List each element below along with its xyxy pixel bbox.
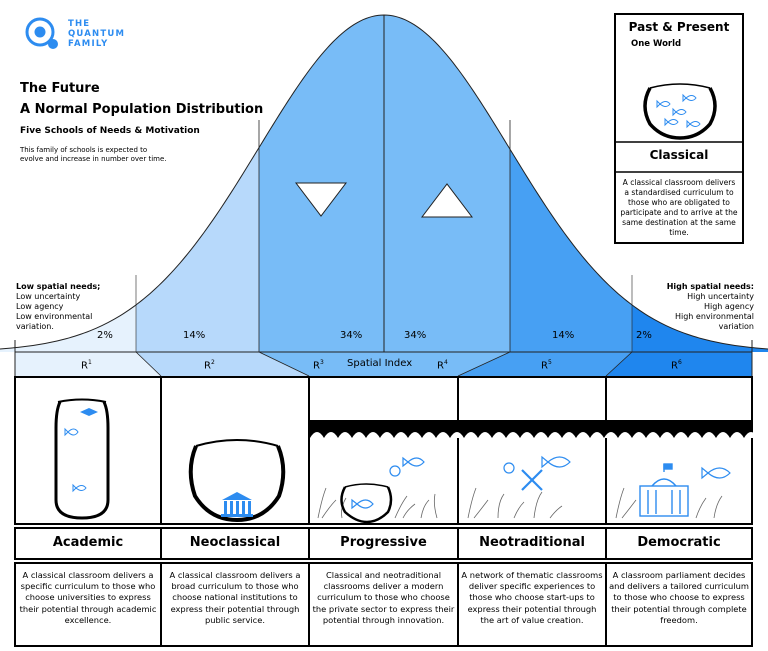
high-needs-line: High agency <box>703 302 754 311</box>
high-needs-line: variation <box>718 322 754 331</box>
school-description: Classical and neotraditional classrooms … <box>312 570 455 625</box>
coral-reef-icon <box>317 487 723 519</box>
percent-label: 2% <box>636 330 652 341</box>
school-description: A network of thematic classrooms deliver… <box>461 570 603 625</box>
school-name-progressive: Progressive <box>340 535 427 550</box>
percent-label: 14% <box>552 330 575 341</box>
round-bowl-icon <box>188 439 286 523</box>
bell-curve <box>0 14 768 352</box>
high-needs-block: High spatial needs: High uncertainty Hig… <box>630 282 754 332</box>
waves <box>310 432 758 438</box>
region-band <box>14 340 753 377</box>
school-description: A classroom parliament decides and deliv… <box>609 570 749 625</box>
region-label: R3 <box>313 359 324 372</box>
fish-icon-blue <box>351 455 731 510</box>
region-label: R1 <box>81 359 92 372</box>
area-r6 <box>632 304 768 352</box>
brand-line-2: QUANTUM <box>68 29 126 39</box>
area-r1 <box>0 304 136 352</box>
low-needs-line: variation. <box>16 322 54 331</box>
brand-line-1: THE <box>68 19 91 29</box>
high-needs-line: High environmental <box>674 312 754 321</box>
low-needs-line: Low environmental <box>16 312 93 321</box>
percent-label: 2% <box>97 330 113 341</box>
small-bowl-icon <box>340 483 393 524</box>
parliament-icon <box>639 463 689 517</box>
school-name-democratic: Democratic <box>637 535 721 550</box>
low-needs-heading: Low spatial needs; <box>16 282 101 291</box>
school-frames <box>14 376 753 647</box>
section-subtitle: Five Schools of Needs & Motivation <box>20 126 200 136</box>
tall-jar-icon <box>54 398 110 520</box>
fish-icon <box>64 427 87 493</box>
low-needs-block: Low spatial needs; Low uncertainty Low a… <box>16 282 136 332</box>
classical-label: Classical <box>649 148 709 162</box>
area-r2 <box>136 147 259 352</box>
page-subtitle: A Normal Population Distribution <box>20 102 264 117</box>
region-label: R4 <box>437 359 448 372</box>
school-name-neotraditional: Neotraditional <box>479 535 585 550</box>
high-needs-heading: High spatial needs: <box>666 282 754 291</box>
percent-label: 14% <box>183 330 206 341</box>
spatial-index-label: Spatial Index <box>347 358 413 369</box>
low-needs-line: Low uncertainty <box>16 292 81 301</box>
low-needs-line: Low agency <box>16 302 64 311</box>
page-title: The Future <box>20 81 100 96</box>
school-name-academic: Academic <box>52 535 124 550</box>
institution-icon <box>221 492 253 517</box>
lightbulb-icon <box>389 462 515 477</box>
region-label: R6 <box>671 359 682 372</box>
tools-icon <box>521 469 543 491</box>
past-present-box: Past & Present One World <box>617 20 741 49</box>
percent-label: 34% <box>404 330 427 341</box>
up-triangle-icon <box>420 183 474 218</box>
graduation-cap-icon <box>80 408 98 416</box>
area-r5 <box>510 149 632 352</box>
classical-description: A classical classroom delivers a standar… <box>620 178 738 237</box>
region-label: R5 <box>541 359 552 372</box>
quantum-family-logo-icon <box>25 17 58 49</box>
school-description: A classical classroom delivers a specifi… <box>19 570 157 625</box>
school-description: A classical classroom delivers a broad c… <box>169 570 301 625</box>
past-title: Past & Present <box>628 20 730 34</box>
header: The Future A Normal Population Distribut… <box>20 78 280 164</box>
past-subtitle: One World <box>631 39 682 49</box>
down-triangle-icon <box>294 182 348 217</box>
header-note: This family of schools is expected to ev… <box>20 146 167 163</box>
percent-label: 34% <box>340 330 363 341</box>
region-label: R2 <box>204 359 215 372</box>
brand-line-3: FAMILY <box>68 39 109 49</box>
many-fish-icon <box>656 93 701 129</box>
brand-name: THE QUANTUM FAMILY <box>68 19 125 49</box>
high-needs-line: High uncertainty <box>687 292 754 301</box>
classical-bowl-icon <box>643 83 717 140</box>
school-name-neoclassical: Neoclassical <box>189 535 281 550</box>
